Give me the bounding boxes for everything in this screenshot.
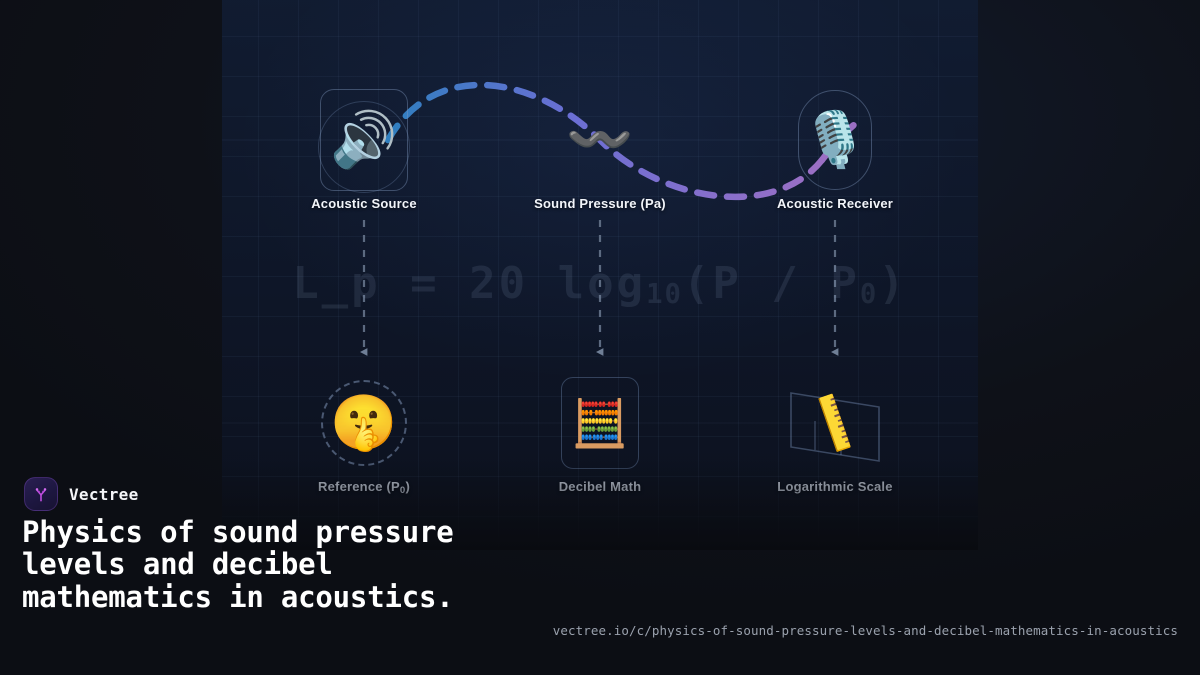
microphone-icon: 🎙️ — [801, 108, 869, 171]
node-label: Decibel Math — [558, 479, 642, 494]
halo-circle — [318, 100, 410, 193]
dashed-circle-frame — [321, 380, 407, 466]
card-frame — [561, 377, 639, 469]
formula-sub: 0 — [859, 278, 879, 310]
node-art: 🔊 — [279, 84, 449, 196]
node-label: Logarithmic Scale — [777, 479, 893, 494]
sound-wave-icon: 〰️ — [566, 108, 634, 171]
node-art: 〰️ — [515, 84, 685, 196]
decibel-formula: L_p = 20 log10(P / P0) — [222, 258, 978, 310]
formula-base: 10 — [646, 278, 683, 310]
node-decibel-math[interactable]: 🧮 Decibel Math — [515, 367, 685, 494]
perspective-frame — [790, 392, 880, 462]
diagram-panel: L_p = 20 log10(P / P0) 🔊 Acoustic Source… — [222, 0, 978, 550]
node-reference[interactable]: 🤫 Reference (P0) — [279, 367, 449, 496]
vectree-logo-icon — [24, 477, 58, 511]
brand-name: Vectree — [69, 484, 139, 504]
shushing-face-icon: 🤫 — [330, 391, 398, 454]
node-label: Reference (P0) — [279, 479, 449, 496]
node-acoustic-receiver[interactable]: 🎙️ Acoustic Receiver — [750, 84, 920, 211]
tree-glyph — [35, 488, 47, 502]
node-label: Acoustic Source — [311, 196, 417, 211]
abacus-icon: 🧮 — [571, 396, 629, 450]
formula-close: ) — [878, 258, 908, 309]
page-title: Physics of sound pressure levels and dec… — [22, 515, 454, 614]
loudspeaker-icon: 🔊 — [330, 108, 398, 171]
node-acoustic-source[interactable]: 🔊 Acoustic Source — [279, 84, 449, 211]
node-sound-pressure[interactable]: 〰️ Sound Pressure (Pa) — [515, 84, 685, 212]
node-art: 📏 — [750, 367, 920, 479]
source-url: vectree.io/c/physics-of-sound-pressure-l… — [552, 623, 1178, 638]
mic-outline-frame — [798, 90, 872, 190]
node-art: 🎙️ — [750, 84, 920, 196]
node-label: Sound Pressure (Pa) — [534, 196, 666, 211]
node-art: 🤫 — [279, 367, 449, 479]
node-label: Acoustic Receiver — [776, 196, 894, 211]
brand-lockup[interactable]: Vectree — [24, 477, 139, 511]
flow-connector-curve — [384, 81, 826, 201]
node-art: 🧮 — [515, 367, 685, 479]
node-logarithmic-scale[interactable]: 📏 Logarithmic Scale — [750, 367, 920, 494]
node-label-main: Reference (P — [318, 479, 400, 494]
formula-lhs: L_p = 20 log — [292, 258, 647, 309]
formula-rhs: (P / P — [682, 258, 860, 309]
node-label-sub: 0 — [399, 484, 406, 496]
node-label-tail: ) — [405, 479, 410, 494]
